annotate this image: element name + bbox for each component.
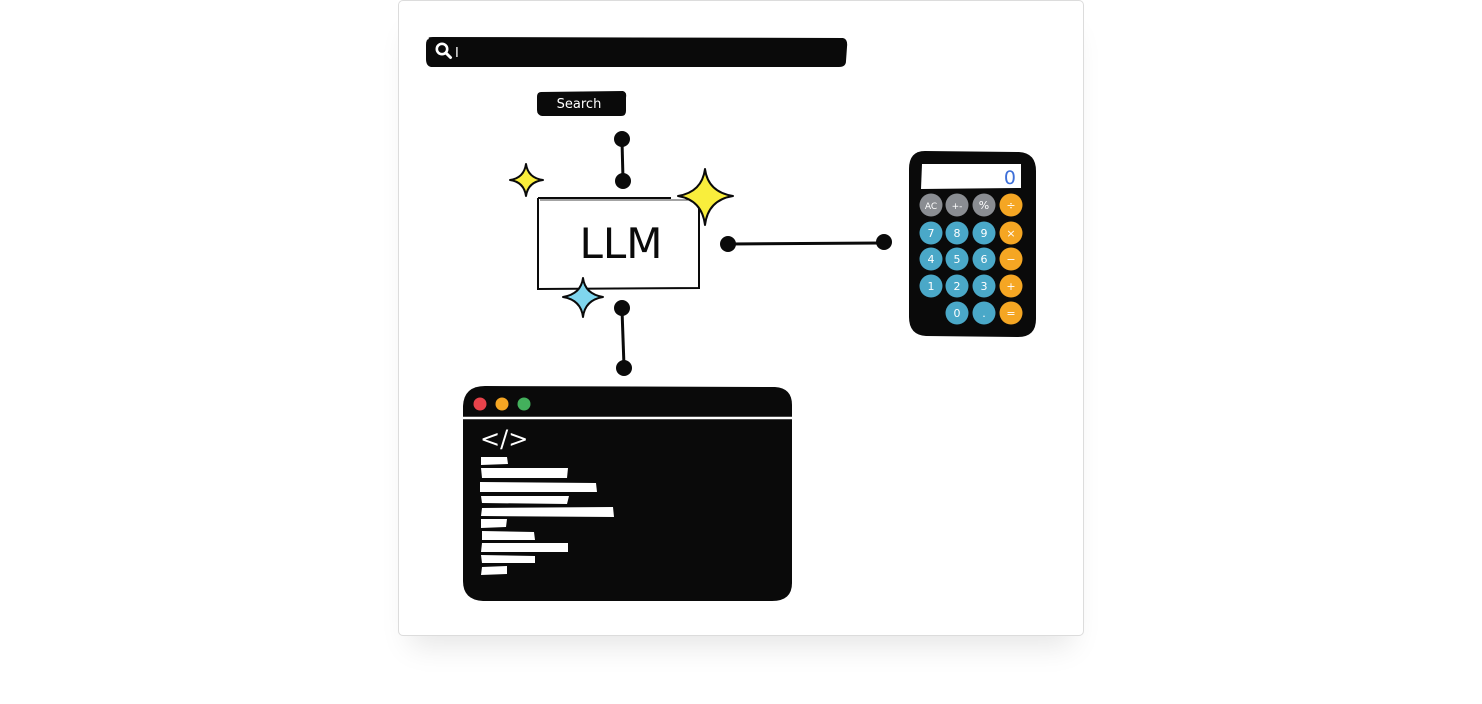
- calculator-key[interactable]: ×: [999, 221, 1023, 245]
- search-bar[interactable]: I: [426, 37, 848, 67]
- calculator-key-label: 7: [928, 227, 935, 240]
- llm-label: LLM: [579, 219, 662, 268]
- search-icon: [435, 42, 452, 59]
- calculator-key-label: 9: [981, 227, 988, 240]
- window-close-dot[interactable]: [473, 397, 487, 411]
- calculator: 0 AC +-% ÷ 7 8 9 × 4 5 6 − 1 2 3 +0. =: [909, 151, 1036, 337]
- sparkle-small-icon: [509, 163, 544, 197]
- calculator-key-label: 6: [981, 253, 988, 266]
- calculator-key[interactable]: 8: [945, 221, 969, 245]
- calculator-key[interactable]: ÷: [999, 193, 1023, 217]
- calculator-key-label: %: [979, 199, 989, 212]
- calculator-key-label: 4: [928, 253, 935, 266]
- diagram-canvas: I Search LLM: [398, 0, 1084, 636]
- connector-search-llm: [614, 131, 631, 189]
- calculator-key[interactable]: 4: [919, 247, 943, 271]
- calculator-key-label: 5: [954, 253, 961, 266]
- calculator-key[interactable]: .: [972, 301, 996, 325]
- calculator-key[interactable]: +: [999, 274, 1023, 298]
- calculator-key-label: −: [1006, 253, 1015, 266]
- connector-llm-calculator: [720, 234, 892, 252]
- calculator-key-label: ÷: [1006, 199, 1015, 212]
- calculator-key[interactable]: 9: [972, 221, 996, 245]
- calculator-keys: AC +-% ÷ 7 8 9 × 4 5 6 − 1 2 3 +0. =: [919, 193, 1023, 325]
- calculator-key[interactable]: AC: [919, 193, 943, 217]
- code-lines: [480, 457, 614, 575]
- calculator-key[interactable]: 1: [919, 274, 943, 298]
- calculator-key[interactable]: 5: [945, 247, 969, 271]
- calculator-key[interactable]: =: [999, 301, 1023, 325]
- calculator-key-label: 1: [928, 280, 935, 293]
- diagram-svg: I Search LLM: [426, 37, 1036, 601]
- calculator-key-label: 8: [954, 227, 961, 240]
- calculator-key-label: 2: [954, 280, 961, 293]
- sparkle-large-icon: [677, 168, 734, 226]
- calculator-key-label: AC: [925, 202, 937, 212]
- calculator-key[interactable]: +-: [945, 193, 969, 217]
- code-symbol-icon: </>: [480, 425, 528, 453]
- calculator-key[interactable]: 6: [972, 247, 996, 271]
- calculator-key[interactable]: %: [972, 193, 996, 217]
- calculator-key[interactable]: 7: [919, 221, 943, 245]
- sparkle-blue-icon: [562, 277, 604, 318]
- search-button-label: Search: [557, 97, 602, 112]
- calculator-key-label: 0: [954, 307, 961, 320]
- window-maximize-dot[interactable]: [517, 397, 531, 411]
- calculator-display: 0: [921, 164, 1021, 189]
- calculator-key-label: ×: [1006, 227, 1015, 240]
- calculator-key-label: +-: [952, 202, 963, 212]
- calculator-key[interactable]: 3: [972, 274, 996, 298]
- calculator-display-value: 0: [1004, 167, 1016, 189]
- connector-llm-code: [614, 300, 632, 376]
- calculator-key[interactable]: 2: [945, 274, 969, 298]
- search-cursor: I: [455, 46, 459, 61]
- llm-box: LLM: [537, 197, 700, 291]
- calculator-key[interactable]: −: [999, 247, 1023, 271]
- calculator-key-label: =: [1006, 307, 1015, 320]
- window-minimize-dot[interactable]: [495, 397, 509, 411]
- calculator-key[interactable]: 0: [945, 301, 969, 325]
- search-button[interactable]: Search: [537, 91, 627, 116]
- code-window: </>: [463, 386, 792, 601]
- calculator-key-label: +: [1006, 280, 1015, 293]
- calculator-key-label: 3: [981, 280, 988, 293]
- calculator-key-label: .: [982, 307, 986, 320]
